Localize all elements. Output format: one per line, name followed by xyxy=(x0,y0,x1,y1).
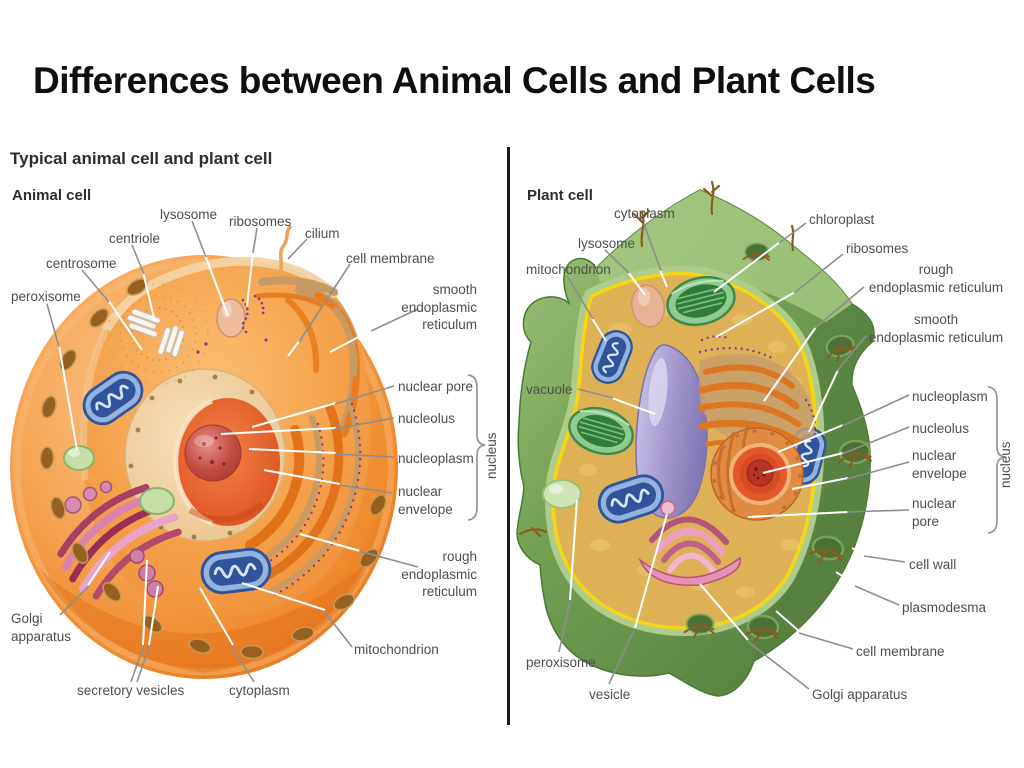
plant-lysosome xyxy=(631,284,665,328)
panel-divider xyxy=(507,147,510,725)
animal-cilium xyxy=(278,225,292,276)
animal-cell-heading: Animal cell xyxy=(12,187,92,204)
plant-label-golgi-apparatus: Golgi apparatus xyxy=(812,687,908,702)
plant-label-smooth-er: smooth endoplasmic reticulum xyxy=(868,312,1004,345)
animal-label-smooth-er: smooth endoplasmic reticulum xyxy=(401,282,477,333)
animal-label-golgi-apparatus: Golgi apparatus xyxy=(11,611,72,644)
animal-lysosome xyxy=(216,298,246,338)
plant-golgi-apparatus xyxy=(638,516,741,587)
plant-label-rough-er: rough endoplasmic reticulum xyxy=(868,262,1004,295)
plant-label-nuclear-envelope: nuclear envelope xyxy=(912,448,967,481)
nucleus-bracket-plant xyxy=(987,386,1006,534)
animal-label-nucleoplasm: nucleoplasm xyxy=(398,451,474,466)
plant-label-cytoplasm: cytoplasm xyxy=(614,206,675,221)
figure-subtitle: Typical animal cell and plant cell xyxy=(10,149,273,168)
animal-label-centriole: centriole xyxy=(109,231,161,246)
animal-ribosomes xyxy=(241,294,265,336)
leader-lines-gray xyxy=(46,220,910,690)
animal-membrane-pits xyxy=(39,278,387,660)
animal-cell-illustration xyxy=(10,225,398,679)
plant-surface-strands xyxy=(518,180,795,538)
plant-label-chloroplast: chloroplast xyxy=(809,212,875,227)
plant-peroxisome xyxy=(542,479,582,509)
plant-label-nucleolus: nucleolus xyxy=(912,421,970,436)
plant-vesicle xyxy=(660,500,676,516)
animal-rough-er xyxy=(245,397,362,598)
animal-peroxisome-2 xyxy=(139,487,175,515)
animal-label-ribosomes: ribosomes xyxy=(229,214,292,229)
plant-label-lysosome: lysosome xyxy=(578,236,636,251)
plant-label-nucleus-group: nucleus xyxy=(998,441,1013,488)
plant-nucleus xyxy=(710,424,804,521)
plant-label-vacuole: vacuole xyxy=(526,382,573,397)
plant-label-cell-wall: cell wall xyxy=(909,557,957,572)
plant-label-peroxisome: peroxisome xyxy=(526,655,596,670)
leader-lines-white xyxy=(58,241,866,646)
plant-cell-illustration xyxy=(516,180,875,697)
animal-peroxisome xyxy=(63,445,95,471)
plant-label-plasmodesma: plasmodesma xyxy=(902,600,987,615)
plant-label-mitochondrion: mitochondrion xyxy=(526,262,611,277)
animal-label-mitochondrion: mitochondrion xyxy=(354,642,439,657)
plant-label-nucleoplasm: nucleoplasm xyxy=(912,389,988,404)
animal-label-nucleus-group: nucleus xyxy=(484,432,499,479)
plant-label-cell-membrane: cell membrane xyxy=(856,644,945,659)
animal-nucleus xyxy=(124,368,286,542)
animal-centriole xyxy=(107,283,209,385)
animal-label-nuclear-pore: nuclear pore xyxy=(398,379,474,394)
plant-label-nuclear-pore: nuclear pore xyxy=(912,496,957,529)
animal-label-cytoplasm: cytoplasm xyxy=(229,683,290,698)
plant-vacuole xyxy=(635,344,708,519)
animal-label-nucleolus: nucleolus xyxy=(398,411,456,426)
animal-label-peroxisome: peroxisome xyxy=(11,289,81,304)
plant-er xyxy=(697,335,817,461)
plant-label-vesicle: vesicle xyxy=(589,687,631,702)
slide-title: Differences between Animal Cells and Pla… xyxy=(33,60,876,101)
nucleus-bracket-animal xyxy=(467,374,486,521)
animal-label-rough-er: rough endoplasmic reticulum xyxy=(401,549,477,600)
animal-label-cell-membrane: cell membrane xyxy=(346,251,435,266)
animal-label-centrosome: centrosome xyxy=(46,256,117,271)
animal-label-lysosome: lysosome xyxy=(160,207,218,222)
animal-label-secretory-vesicles: secretory vesicles xyxy=(77,683,185,698)
plant-label-ribosomes: ribosomes xyxy=(846,241,909,256)
animal-label-nuclear-envelope: nuclear envelope xyxy=(398,484,453,517)
plant-cell-heading: Plant cell xyxy=(527,187,593,204)
animal-label-cilium: cilium xyxy=(305,226,340,241)
